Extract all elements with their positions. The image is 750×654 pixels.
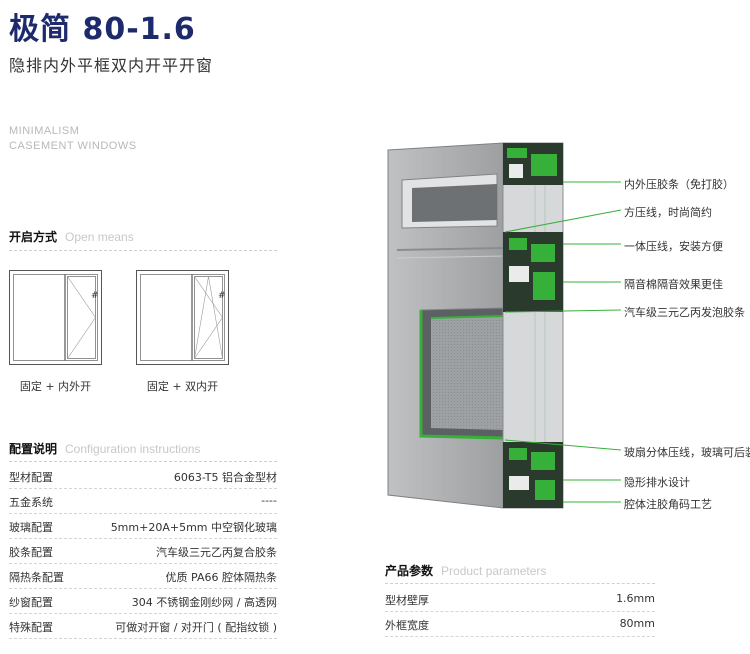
english-title-line1: MINIMALISM [9,125,80,137]
open-means-title: 开启方式 [9,230,58,244]
config-row: 特殊配置 可做对开窗 / 对开门 ( 配指纹锁 ) [9,614,277,639]
config-row: 纱窗配置 304 不锈钢金刚纱网 / 高透网 [9,589,277,614]
product-params-title-en: Product parameters [441,564,547,578]
product-params-heading: 产品参数 Product parameters [385,562,546,579]
config-label: 特殊配置 [9,621,53,634]
config-title-en: Configuration instructions [65,442,201,456]
divider [9,461,277,462]
config-value: 304 不锈钢金刚纱网 / 高透网 [131,596,277,609]
window-caption-2: 固定 + 双内开 [146,380,219,393]
config-row: 型材配置 6063-T5 铝合金型材 [9,464,277,489]
config-value: 6063-T5 铝合金型材 [173,471,277,484]
product-params-title: 产品参数 [385,564,434,578]
config-label: 玻璃配置 [9,521,53,534]
param-value: 80mm [619,617,655,630]
callout-corner-injection: 腔体注胶角码工艺 [624,498,712,511]
callout-sound-insulation: 隔音棉隔音效果更佳 [624,278,723,291]
param-label: 外框宽度 [385,619,429,632]
window-diagram-fixed-inner-outer: # [9,270,102,365]
config-table: 型材配置 6063-T5 铝合金型材 五金系统 ---- 玻璃配置 5mm+20A+5… [9,464,277,639]
config-heading: 配置说明 Configuration instructions [9,440,200,457]
divider [385,583,655,584]
param-row: 外框宽度 80mm [385,612,655,637]
config-value: 汽车级三元乙丙复合胶条 [156,546,277,559]
config-row: 五金系统 ---- [9,489,277,514]
config-row: 玻璃配置 5mm+20A+5mm 中空钢化玻璃 [9,514,277,539]
callout-glass-sash-bead: 玻扇分体压线，玻璃可后装 [624,446,750,459]
param-value: 1.6mm [616,592,655,605]
window-mark-1: # [91,291,99,301]
param-row: 型材壁厚 1.6mm [385,587,655,612]
config-title: 配置说明 [9,442,58,456]
config-value: ---- [261,494,277,507]
config-value: 优质 PA66 腔体隔热条 [165,571,277,584]
open-means-heading: 开启方式 Open means [9,228,134,245]
window-caption-1: 固定 + 内外开 [19,380,92,393]
config-label: 五金系统 [9,496,53,509]
config-value: 5mm+20A+5mm 中空钢化玻璃 [110,521,277,534]
callout-square-bead: 方压线，时尚简约 [624,206,712,219]
divider [9,250,277,251]
window-diagram-fixed-double-inner: # [136,270,229,365]
config-row: 隔热条配置 优质 PA66 腔体隔热条 [9,564,277,589]
page-subtitle: 隐排内外平框双内开平开窗 [9,56,214,75]
config-label: 隔热条配置 [9,571,64,584]
config-label: 纱窗配置 [9,596,53,609]
callout-seal-strip: 内外压胶条（免打胶） [624,178,734,191]
window-section-illustration [387,142,622,509]
config-label: 型材配置 [9,471,53,484]
product-params-table: 型材壁厚 1.6mm 外框宽度 80mm [385,587,655,637]
callout-integrated-bead: 一体压线，安装方便 [624,240,723,253]
callout-epdm-foam-strip: 汽车级三元乙丙发泡胶条 [624,306,745,319]
config-row: 胶条配置 汽车级三元乙丙复合胶条 [9,539,277,564]
open-means-title-en: Open means [65,230,134,244]
page-title: 极简 80-1.6 [9,12,196,47]
config-label: 胶条配置 [9,546,53,559]
config-value: 可做对开窗 / 对开门 ( 配指纹锁 ) [115,621,277,634]
param-label: 型材壁厚 [385,594,429,607]
window-mark-2: # [218,291,226,301]
callout-hidden-drainage: 隐形排水设计 [624,476,690,489]
english-title-line2: CASEMENT WINDOWS [9,140,137,152]
